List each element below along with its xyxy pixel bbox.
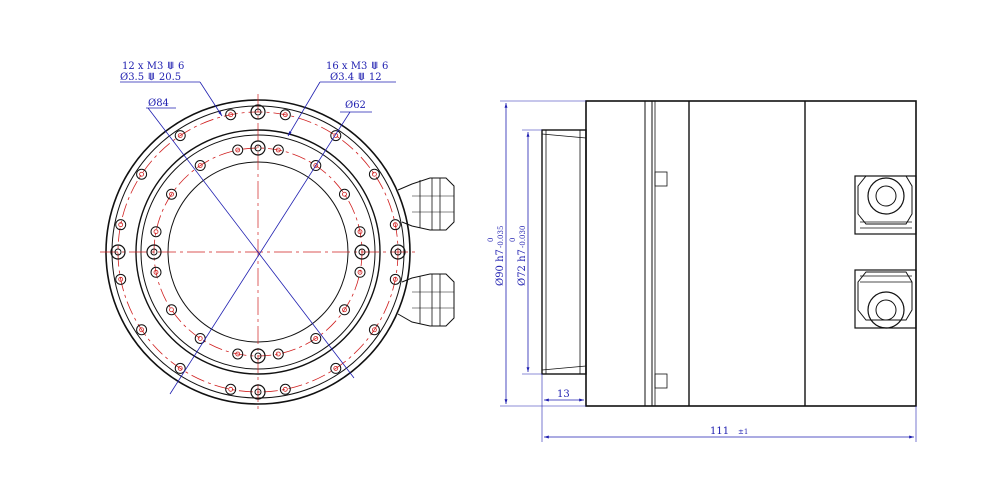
bolt-hole bbox=[115, 273, 127, 285]
housing-body bbox=[585, 100, 917, 407]
svg-text:-0.035: -0.035 bbox=[497, 226, 505, 248]
callout-left-line2: Ø3.5 ⟱ 20.5 bbox=[120, 72, 181, 83]
bolt-hole bbox=[389, 219, 401, 231]
bolt-hole-center bbox=[372, 171, 377, 177]
svg-text:-0.030: -0.030 bbox=[519, 226, 527, 248]
bolt-hole bbox=[174, 362, 186, 374]
label-dia-90: Ø90 h7 bbox=[495, 249, 506, 286]
side-gland-upper bbox=[854, 175, 917, 235]
bolt-hole-center bbox=[342, 191, 347, 197]
bolt-hole-center bbox=[177, 366, 183, 371]
bolt-hole-center bbox=[228, 112, 234, 118]
bolt-hole bbox=[194, 332, 206, 344]
bolt-hole bbox=[279, 383, 291, 395]
label-dia-84: Ø84 bbox=[148, 98, 169, 109]
side-gland-lower bbox=[854, 269, 917, 329]
bolt-hole-center bbox=[139, 171, 144, 177]
front-view: Ø84 Ø62 12 x M3 ⟱ 6 Ø3.5 ⟱ 20.5 16 x M3 … bbox=[100, 61, 455, 410]
bolt-hole bbox=[194, 160, 206, 172]
bolt-hole-center bbox=[169, 307, 174, 313]
bolt-hole-center bbox=[282, 386, 288, 392]
bolt-hole-center bbox=[235, 351, 241, 357]
bolt-hole bbox=[310, 332, 322, 344]
bolt-hole bbox=[338, 304, 350, 316]
bolt-hole bbox=[166, 304, 178, 316]
bolt-hole-center bbox=[169, 191, 174, 197]
bolt-hole bbox=[272, 348, 284, 360]
bolt-hole bbox=[232, 144, 244, 156]
leader-dia-62 bbox=[169, 111, 351, 395]
bolt-hole bbox=[174, 130, 186, 142]
bolt-hole bbox=[136, 168, 148, 180]
bolt-hole bbox=[136, 324, 148, 336]
bolt-hole-center bbox=[139, 327, 144, 333]
label-total-length-tol: ±1 bbox=[738, 428, 748, 436]
bolt-hole bbox=[354, 266, 366, 278]
callout-right-line2: Ø3.4 ⟱ 12 bbox=[330, 72, 382, 83]
bolt-hole bbox=[338, 188, 350, 200]
cable-gland-upper bbox=[397, 177, 455, 231]
bolt-hole-center bbox=[313, 336, 319, 341]
bolt-hole bbox=[368, 168, 380, 180]
bolt-hole bbox=[232, 348, 244, 360]
bolt-hole-center bbox=[228, 386, 234, 392]
callout-right-line1: 16 x M3 ⟱ 6 bbox=[326, 61, 388, 72]
bolt-hole-center bbox=[153, 269, 159, 275]
bolt-hole-center bbox=[275, 147, 281, 153]
bolt-hole-center bbox=[282, 112, 288, 118]
bolt-hole-center bbox=[118, 222, 124, 228]
bolt-hole bbox=[225, 383, 237, 395]
bolt-hole bbox=[354, 226, 366, 238]
bolt-hole-center bbox=[392, 276, 398, 282]
bolt-hole-center bbox=[197, 163, 203, 168]
bolt-hole-center bbox=[177, 133, 183, 138]
bolt-hole-center bbox=[392, 222, 398, 228]
cable-gland-lower bbox=[397, 273, 455, 327]
bolt-hole-center bbox=[118, 276, 124, 282]
bolt-hole bbox=[330, 362, 342, 374]
bolt-hole bbox=[150, 226, 162, 238]
bolt-hole-center bbox=[153, 229, 159, 235]
bolt-hole bbox=[368, 324, 380, 336]
bolt-hole-center bbox=[333, 366, 339, 371]
cardinal-bolts bbox=[110, 104, 406, 400]
label-total-length: 111 bbox=[710, 426, 729, 437]
bolt-hole bbox=[389, 273, 401, 285]
callout-left-line1: 12 x M3 ⟱ 6 bbox=[122, 61, 184, 72]
bolt-hole bbox=[279, 109, 291, 121]
bolt-hole-center bbox=[313, 163, 319, 168]
bolt-hole-center bbox=[235, 147, 241, 153]
bolt-hole bbox=[166, 188, 178, 200]
bolt-hole bbox=[150, 266, 162, 278]
bolt-hole-center bbox=[357, 229, 363, 235]
bolt-hole bbox=[115, 219, 127, 231]
side-view: Ø90 h7 0 -0.035 Ø72 h7 0 -0.030 13 111 ±… bbox=[487, 100, 917, 442]
bolt-hole bbox=[310, 160, 322, 172]
flange bbox=[541, 129, 587, 375]
bolt-hole bbox=[225, 109, 237, 121]
label-flange-depth: 13 bbox=[557, 389, 570, 400]
bolt-hole-center bbox=[342, 307, 347, 313]
bolt-hole-center bbox=[275, 351, 281, 357]
bolt-hole-center bbox=[372, 327, 377, 333]
bolt-hole bbox=[330, 130, 342, 142]
leader-dia-84 bbox=[147, 107, 355, 379]
label-dia-62: Ø62 bbox=[345, 100, 366, 111]
svg-text:0: 0 bbox=[509, 238, 517, 242]
bolt-hole bbox=[272, 144, 284, 156]
bolt-hole-center bbox=[357, 269, 363, 275]
svg-text:0: 0 bbox=[487, 238, 495, 242]
label-dia-72: Ø72 h7 bbox=[517, 249, 528, 286]
bolt-hole-center bbox=[197, 336, 203, 341]
